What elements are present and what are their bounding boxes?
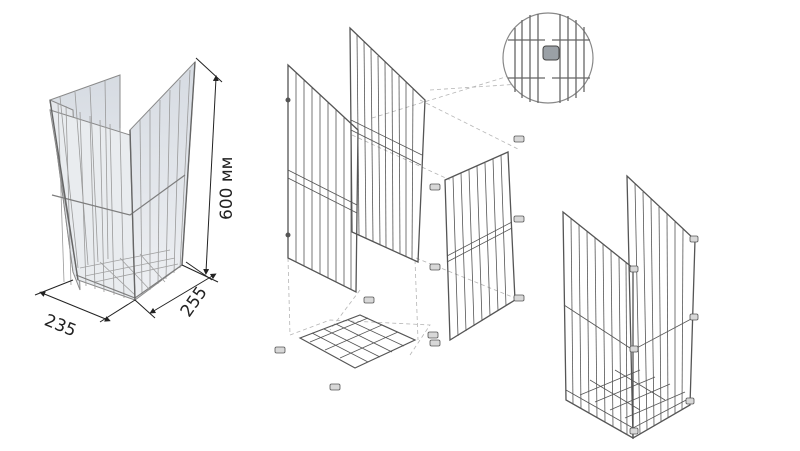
hinge-clip bbox=[542, 45, 560, 61]
clip-5 bbox=[513, 294, 525, 302]
connector-clips bbox=[274, 135, 525, 391]
clip-3 bbox=[429, 263, 441, 271]
clip-9 bbox=[363, 296, 375, 304]
clip-2 bbox=[513, 135, 525, 143]
basket-right-panel bbox=[129, 60, 196, 301]
clip-4 bbox=[513, 215, 525, 223]
height-dimension-label: 600 мм bbox=[217, 156, 237, 220]
clip-1 bbox=[429, 183, 441, 191]
clip-10 bbox=[329, 383, 341, 391]
clip-7 bbox=[427, 331, 439, 339]
clip-8 bbox=[274, 346, 286, 354]
dimension-lines bbox=[34, 57, 223, 323]
bottom-shelf bbox=[298, 314, 417, 369]
panel-front bbox=[285, 63, 359, 294]
panel-back bbox=[349, 26, 426, 263]
assembled-basket bbox=[562, 174, 699, 440]
dimensioned-basket bbox=[49, 60, 196, 301]
assembled-clips bbox=[629, 235, 699, 435]
hinge-detail-zoom bbox=[502, 12, 594, 104]
exploded-view bbox=[274, 12, 594, 391]
clip-6 bbox=[429, 339, 441, 347]
panel-side bbox=[444, 151, 516, 342]
